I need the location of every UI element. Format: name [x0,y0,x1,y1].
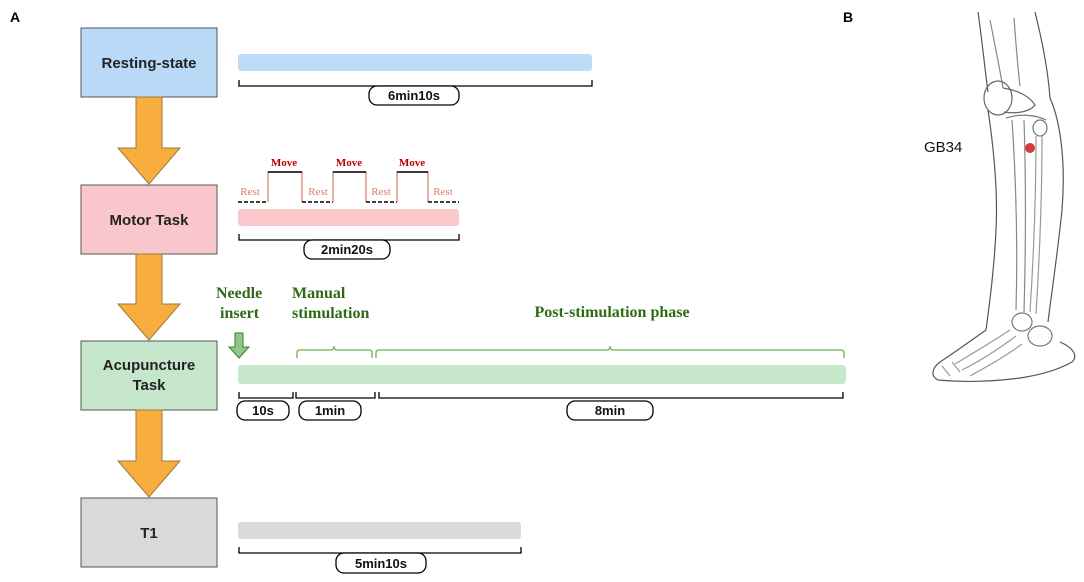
thigh-front-contour [977,11,989,93]
rest-label-3: Rest [371,186,391,198]
femur-line-2 [1013,17,1021,87]
motor-task-duration-pill [303,239,391,260]
rest-label-2: Rest [308,186,328,198]
motor-task-box [80,184,218,255]
move-pulse-3-sides [396,171,429,202]
needle-duration: 10s [252,403,274,418]
acupuncture-task-box [80,340,218,411]
motor-task-bar [238,209,459,226]
needle-insert-label-line1: Needle [216,285,262,302]
t1-bracket [238,547,522,554]
move-pulse-2-sides [332,171,367,202]
move-label-3: Move [399,157,425,169]
acupuncture-task-label-line2: Task [132,377,166,394]
panel-label-b: B [843,9,853,25]
manual-duration-pill [298,400,362,421]
resting-state-duration-pill [368,85,460,106]
post-stimulation-brace [375,345,845,358]
motor-task-bracket [238,234,460,241]
metatarsal-3 [969,343,1023,377]
step-motor-task: Motor Task [80,184,218,255]
fibula-head [1032,119,1048,137]
motor-block-design: Move Move Move Rest Rest Rest Rest [238,157,459,203]
resting-state-bracket [238,80,593,87]
acupuncture-task-bar [238,365,846,384]
manual-duration-bracket [295,392,376,399]
manual-stimulation-label-line1: Manual [292,285,346,302]
needle-insert-arrow [227,332,251,359]
talus [1011,312,1033,332]
step-resting-state: Resting-state [80,27,218,98]
patella [983,80,1013,116]
t1-box [80,497,218,568]
rest-label-1: Rest [240,186,260,198]
needle-insert-label-line2: insert [220,305,260,322]
resting-state-duration: 6min10s [388,88,440,103]
needle-duration-pill [236,400,290,421]
resting-state-bar [238,54,592,71]
move-label-2: Move [336,157,362,169]
tibia-plateau [1005,114,1047,121]
fibula-line-2 [1035,135,1043,315]
calcaneus [1027,325,1053,347]
t1-label: T1 [140,525,158,542]
leg-skeleton-illustration [932,11,1076,382]
tibia-line-1 [1011,119,1018,311]
flow-arrow-2 [116,253,182,341]
manual-stimulation-brace [296,345,373,358]
needle-duration-bracket [238,392,294,399]
t1-bar [238,522,521,539]
flow-arrow-3 [116,409,182,498]
motor-task-duration: 2min20s [321,242,373,257]
post-duration-pill [566,400,654,421]
acupuncture-task-label-line1: Acupuncture [103,357,196,374]
manual-stimulation-label-line2: stimulation [292,305,369,322]
metatarsal-2 [961,335,1017,371]
metatarsal-1 [954,329,1011,365]
step-t1: T1 [80,497,218,568]
manual-duration: 1min [315,403,345,418]
foot-contour [932,329,1076,382]
step-acupuncture-task: Acupuncture Task [80,340,218,411]
flow-arrow-1 [116,96,182,185]
move-pulse-1-sides [267,171,303,202]
calf-contour [1047,97,1064,323]
resting-state-label: Resting-state [101,55,196,72]
motor-task-label: Motor Task [110,212,190,229]
gb34-acupoint-marker [1025,143,1035,153]
femur-line-1 [989,19,1004,89]
move-label-1: Move [271,157,297,169]
thigh-back-contour [1034,11,1051,99]
post-duration: 8min [595,403,625,418]
femur-condyle [1002,87,1036,114]
post-stimulation-label: Post-stimulation phase [534,304,689,321]
rest-label-4: Rest [433,186,453,198]
post-duration-bracket [378,392,844,399]
toe-phalanges [941,361,961,377]
fibula-line-1 [1029,135,1037,313]
shin-front-contour [985,109,998,331]
t1-duration-pill [335,552,427,574]
gb34-label: GB34 [924,139,962,156]
tibia-line-2 [1023,119,1027,313]
t1-duration: 5min10s [355,556,407,571]
panel-label-a: A [10,9,20,25]
resting-state-box [80,27,218,98]
